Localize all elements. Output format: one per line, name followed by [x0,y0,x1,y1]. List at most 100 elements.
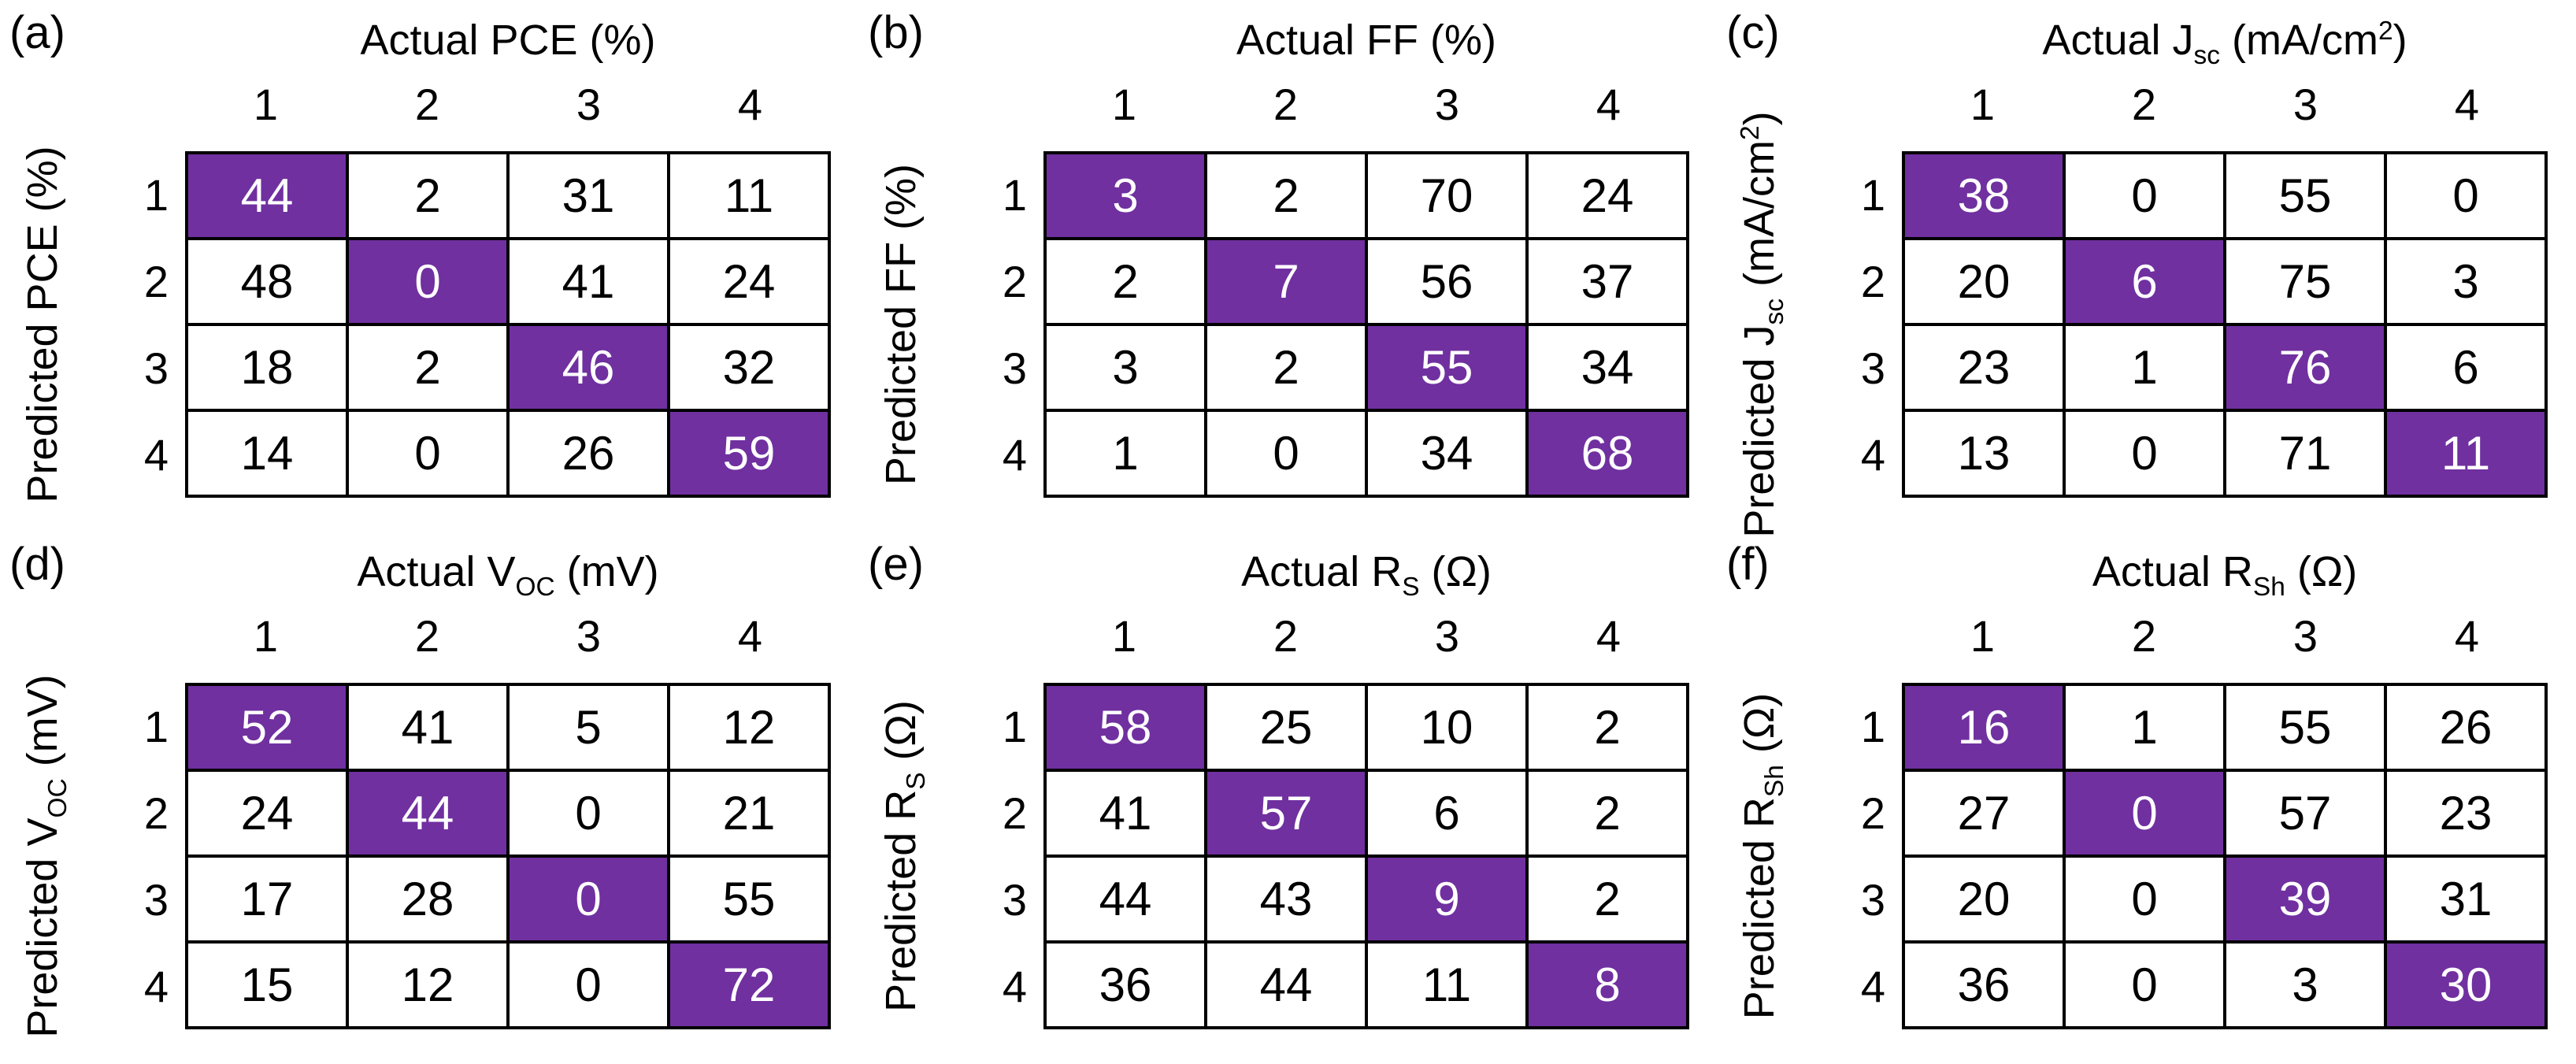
matrix-cell: 43 [1207,858,1365,940]
y-axis-title: Predicted VOC (mV) [19,674,72,1038]
matrix-cell: 32 [670,326,828,409]
matrix-cell: 0 [2066,772,2223,855]
y-tick: 1 [143,169,169,220]
matrix-cell: 2 [349,326,506,409]
matrix-cell: 2 [1207,154,1365,237]
x-tick: 2 [1273,80,1299,129]
x-tick: 3 [2292,80,2318,129]
matrix-cell: 52 [188,686,346,769]
matrix-cell: 44 [1207,944,1365,1026]
matrix-cell: 0 [510,944,667,1026]
panel-label: (e) [868,539,924,590]
matrix-cell: 11 [670,154,828,237]
x-tick: 4 [1596,611,1622,661]
x-tick-labels: 1 2 3 4 [1043,610,1689,662]
x-tick-labels: 1 2 3 4 [185,610,831,662]
confusion-matrix-grid: 52 41 5 12 24 44 0 21 17 28 0 55 15 12 0… [185,683,831,1029]
matrix-cell: 24 [188,772,346,855]
matrix-cell: 27 [1905,772,2063,855]
matrix-cell: 36 [1905,944,2063,1026]
x-tick: 1 [253,80,279,129]
matrix-cell: 3 [2226,944,2384,1026]
x-tick: 3 [576,611,602,661]
confusion-matrix-grid: 16 1 55 26 27 0 57 23 20 0 39 31 36 0 3 … [1902,683,2548,1029]
y-tick-labels: 1 2 3 4 [93,683,169,1029]
y-tick: 3 [143,874,169,925]
x-tick: 2 [2131,611,2157,661]
y-tick: 2 [1860,256,1885,306]
x-tick: 2 [2131,80,2157,129]
matrix-cell: 21 [670,772,828,855]
matrix-cell: 0 [349,240,506,323]
panel-c-jsc: (c) Actual Jsc (mA/cm2) Predicted Jsc (m… [1717,0,2575,538]
y-tick: 4 [1860,961,1885,1011]
matrix-cell: 11 [1368,944,1525,1026]
matrix-cell: 56 [1368,240,1525,323]
matrix-cell: 24 [670,240,828,323]
x-axis-title: Actual RSh (Ω) [2092,548,2358,602]
x-tick: 4 [737,80,763,129]
y-tick: 3 [1860,343,1885,393]
y-tick: 1 [143,701,169,751]
y-axis-title: Predicted RS (Ω) [877,700,931,1012]
x-tick: 3 [1434,80,1460,129]
matrix-cell: 76 [2226,326,2384,409]
confusion-matrix-grid: 44 2 31 11 48 0 41 24 18 2 46 32 14 0 26… [185,151,831,498]
matrix-cell: 2 [349,154,506,237]
y-tick: 1 [1860,701,1885,751]
matrix-cell: 1 [2066,326,2223,409]
matrix-cell: 44 [1047,858,1204,940]
matrix-cell: 37 [1529,240,1686,323]
matrix-cell: 12 [349,944,506,1026]
matrix-cell: 2 [1529,858,1686,940]
matrix-cell: 38 [1905,154,2063,237]
y-tick: 4 [1002,429,1027,480]
matrix-cell: 44 [349,772,506,855]
matrix-cell: 17 [188,858,346,940]
matrix-cell: 0 [510,772,667,855]
matrix-cell: 0 [2387,154,2544,237]
matrix-cell: 1 [2066,686,2223,769]
confusion-matrix-grid: 58 25 10 2 41 57 6 2 44 43 9 2 36 44 11 … [1043,683,1689,1029]
matrix-cell: 2 [1529,772,1686,855]
confusion-matrix-grid: 3 2 70 24 2 7 56 37 3 2 55 34 1 0 34 68 [1043,151,1689,498]
matrix-cell: 41 [1047,772,1204,855]
matrix-cell: 1 [1047,412,1204,495]
x-axis-title: Actual PCE (%) [360,17,656,64]
x-tick: 4 [1596,80,1622,129]
matrix-cell: 55 [2226,686,2384,769]
matrix-cell: 72 [670,944,828,1026]
matrix-cell: 6 [2387,326,2544,409]
matrix-cell: 11 [2387,412,2544,495]
matrix-cell: 14 [188,412,346,495]
x-tick: 4 [2454,80,2480,129]
matrix-cell: 71 [2226,412,2384,495]
matrix-cell: 30 [2387,944,2544,1026]
panel-a-pce: (a) Actual PCE (%) Predicted PCE (%) 1 2… [0,0,858,532]
matrix-cell: 57 [2226,772,2384,855]
y-tick-labels: 1 2 3 4 [951,151,1027,498]
matrix-cell: 10 [1368,686,1525,769]
matrix-cell: 2 [1529,686,1686,769]
x-tick: 2 [1273,611,1299,661]
matrix-cell: 31 [2387,858,2544,940]
matrix-cell: 24 [1529,154,1686,237]
matrix-cell: 41 [510,240,667,323]
matrix-cell: 34 [1368,412,1525,495]
x-axis-title: Actual VOC (mV) [357,548,659,602]
matrix-cell: 3 [1047,154,1204,237]
y-tick: 2 [1860,788,1885,838]
matrix-cell: 23 [2387,772,2544,855]
y-tick: 1 [1860,169,1885,220]
matrix-cell: 3 [2387,240,2544,323]
matrix-cell: 34 [1529,326,1686,409]
matrix-cell: 26 [510,412,667,495]
y-tick: 4 [143,961,169,1011]
panel-e-rs: (e) Actual RS (Ω) Predicted RS (Ω) 1 2 3… [858,532,1717,1063]
matrix-cell: 0 [2066,858,2223,940]
panel-label: (c) [1726,7,1780,58]
x-axis-title: Actual FF (%) [1236,17,1497,64]
y-tick: 3 [1860,874,1885,925]
matrix-cell: 48 [188,240,346,323]
